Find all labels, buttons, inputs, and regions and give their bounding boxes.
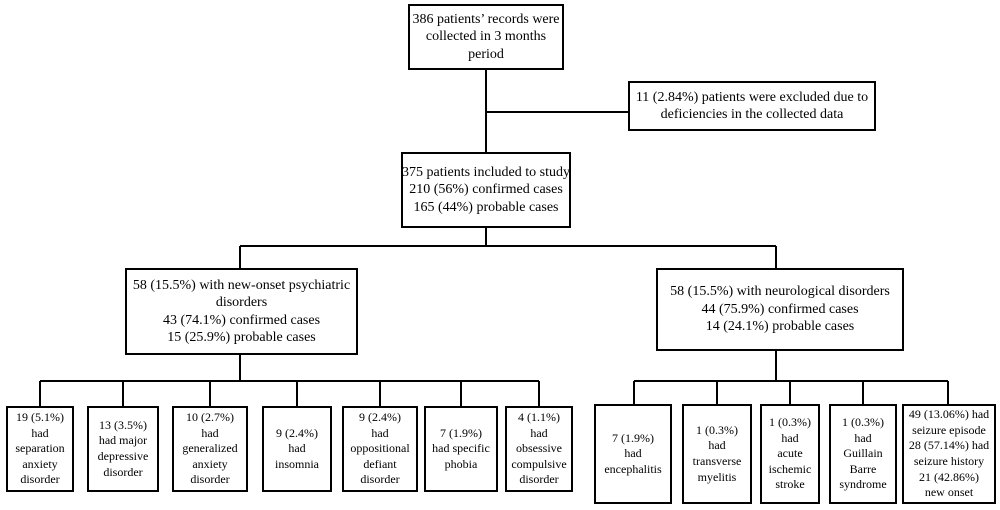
box-text-line: 58 (15.5%) with new-onset psychiatric — [132, 277, 351, 293]
box-text-line: deficiencies in the collected data — [660, 107, 844, 122]
box-text-line: encephalitis — [604, 461, 662, 476]
box-text-line: defiant — [363, 456, 397, 471]
oppositional-defiant-box: 9 (2.4%) had oppositional defiant disord… — [342, 406, 418, 492]
box-text-line: 210 (56%) confirmed cases — [409, 182, 563, 198]
box-text-line: had — [708, 438, 726, 453]
ischemic-stroke-box: 1 (0.3%) had acute ischemic stroke — [760, 404, 820, 504]
box-text-line: 4 (1.1%) — [518, 410, 560, 425]
box-text-line: ischemic — [768, 461, 812, 476]
box-text-line: insomnia — [275, 456, 319, 471]
box-text-line: 1 (0.3%) — [769, 415, 811, 430]
box-text-line: 11 (2.84%) patients were excluded due to — [635, 89, 869, 105]
box-text-line: 58 (15.5%) with neurological disorders — [670, 284, 890, 300]
box-text-line: obsessive — [516, 441, 562, 456]
box-text-line: had — [371, 425, 389, 440]
box-text-line: 28 (57.14%) had — [908, 438, 990, 453]
box-text-line: 165 (44%) probable cases — [413, 199, 559, 215]
box-text-line: 1 (0.3%) — [842, 415, 884, 430]
records-collected-box: 386 patients’ records were collected in … — [408, 4, 564, 70]
excluded-patients-box: 11 (2.84%) patients were excluded due to… — [628, 81, 876, 131]
psychiatric-disorders-box: 58 (15.5%) with new-onset psychiatric di… — [125, 268, 358, 355]
separation-anxiety-box: 19 (5.1%) had separation anxiety disorde… — [6, 406, 74, 492]
box-text-line: syndrome — [839, 477, 887, 492]
box-text-line: myelitis — [697, 469, 737, 484]
box-text-line: 7 (1.9%) — [612, 430, 654, 445]
transverse-myelitis-box: 1 (0.3%) had transverse myelitis — [682, 404, 752, 504]
box-text-line: depressive — [97, 449, 149, 463]
box-text-line: disorder — [103, 464, 143, 479]
box-text-line: 386 patients’ records were — [412, 11, 560, 27]
obsessive-compulsive-box: 4 (1.1%) had obsessive compulsive disord… — [505, 406, 573, 492]
box-text-line: 19 (5.1%) — [16, 410, 64, 425]
box-text-line: 9 (2.4%) — [359, 410, 401, 425]
box-text-line: 1 (0.3%) — [696, 422, 738, 437]
box-text-line: anxiety — [22, 456, 58, 471]
box-text-line: new onset — [924, 485, 974, 500]
box-text-line: seizure episode — [912, 422, 986, 437]
box-text-line: 49 (13.06%) had — [908, 407, 990, 422]
box-text-line: Barre — [849, 461, 877, 476]
box-text-line: had — [781, 430, 799, 445]
major-depressive-box: 13 (3.5%) had major depressive disorder — [87, 406, 159, 492]
box-text-line: stroke — [775, 477, 805, 492]
box-text-line: acute — [777, 446, 803, 461]
seizure-box: 49 (13.06%) had seizure episode 28 (57.1… — [902, 404, 996, 504]
insomnia-box: 9 (2.4%) had insomnia — [262, 406, 332, 492]
box-text-line: 9 (2.4%) — [276, 425, 318, 440]
box-text-line: 10 (2.7%) — [186, 410, 234, 425]
encephalitis-box: 7 (1.9%) had encephalitis — [594, 404, 672, 504]
box-text-line: had — [288, 441, 306, 456]
box-text-line: 21 (42.86%) — [919, 469, 979, 484]
box-text-line: disorder — [519, 472, 559, 487]
box-text-line: 43 (74.1%) confirmed cases — [162, 312, 321, 328]
neurological-disorders-box: 58 (15.5%) with neurological disorders 4… — [656, 268, 904, 351]
box-text-line: oppositional — [350, 441, 410, 456]
box-text-line: collected in 3 months — [425, 29, 547, 45]
guillain-barre-box: 1 (0.3%) had Guillain Barre syndrome — [829, 404, 897, 504]
box-text-line: Guillain — [843, 446, 883, 461]
box-text-line: 375 patients included to study — [402, 164, 570, 180]
box-text-line: separation — [15, 441, 65, 456]
box-text-line: disorder — [360, 472, 400, 487]
box-text-line: had — [201, 425, 219, 440]
box-text-line: 14 (24.1%) probable cases — [705, 319, 855, 335]
box-text-line: disorders — [215, 295, 268, 310]
box-text-line: disorder — [190, 472, 230, 487]
box-text-line: had major — [98, 433, 148, 448]
box-text-line: had — [31, 425, 49, 440]
box-text-line: had — [530, 425, 548, 440]
box-text-line: seizure history — [913, 454, 985, 468]
box-text-line: 15 (25.9%) probable cases — [167, 330, 316, 345]
box-text-line: transverse — [692, 454, 742, 468]
box-text-line: anxiety — [192, 456, 228, 471]
box-text-line: compulsive — [511, 456, 567, 471]
included-patients-box: 375 patients included to study 210 (56%)… — [401, 152, 571, 228]
box-text-line: generalized — [182, 441, 238, 456]
box-text-line: 13 (3.5%) — [99, 417, 147, 432]
box-text-line: period — [468, 46, 504, 62]
box-text-line: had — [624, 446, 642, 461]
box-text-line: 44 (75.9%) confirmed cases — [701, 301, 859, 317]
box-text-line: had specific — [432, 441, 490, 456]
box-text-line: 7 (1.9%) — [440, 425, 482, 440]
box-text-line: disorder — [20, 472, 60, 487]
generalized-anxiety-box: 10 (2.7%) had generalized anxiety disord… — [172, 406, 248, 492]
box-text-line: had — [854, 430, 872, 445]
specific-phobia-box: 7 (1.9%) had specific phobia — [424, 406, 498, 492]
box-text-line: phobia — [444, 456, 478, 471]
